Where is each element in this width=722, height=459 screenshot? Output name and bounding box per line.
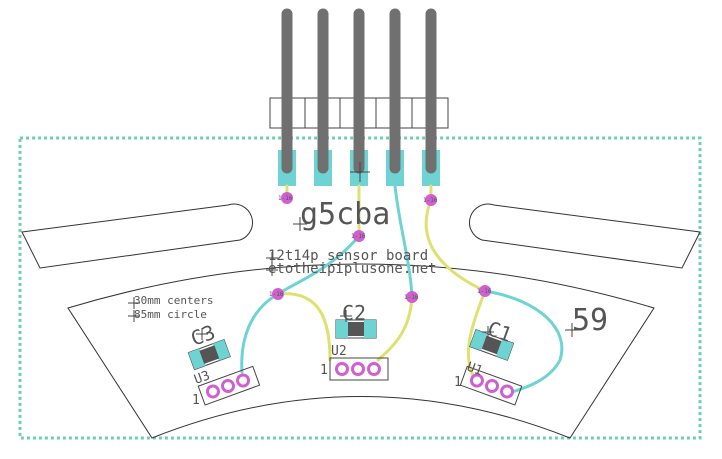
board-arc-outline bbox=[21, 203, 701, 439]
label-u3: U3 bbox=[192, 368, 212, 387]
label-c2: C2 bbox=[342, 301, 366, 325]
via: 1-16 bbox=[477, 285, 492, 297]
note-circle: 85mm circle bbox=[134, 308, 207, 321]
note-centers: 30mm centers bbox=[134, 294, 213, 307]
crosshair-icon bbox=[128, 162, 579, 340]
svg-text:1-16: 1-16 bbox=[351, 233, 366, 240]
board-title: g5cba bbox=[300, 197, 390, 232]
pin1-u1: 1 bbox=[454, 375, 462, 390]
vias: 1-16 1-16 1-16 1-16 1-16 1-16 bbox=[269, 192, 492, 303]
pin-header bbox=[269, 8, 449, 186]
sensor-u3[interactable] bbox=[197, 365, 261, 406]
board-url: etotheipiplusone.net bbox=[268, 261, 437, 277]
svg-text:1-16: 1-16 bbox=[477, 288, 492, 295]
via: 1-16 bbox=[278, 192, 293, 204]
board-outline bbox=[18, 136, 702, 440]
capacitor-c1[interactable] bbox=[469, 329, 515, 361]
sensor-u1[interactable] bbox=[459, 365, 523, 406]
board-number: 59 bbox=[572, 303, 608, 338]
traces bbox=[240, 184, 564, 394]
svg-text:1-16: 1-16 bbox=[269, 291, 284, 298]
capacitor-c3[interactable] bbox=[187, 339, 231, 371]
via: 1-16 bbox=[269, 288, 284, 300]
sensor-u2[interactable] bbox=[329, 357, 389, 381]
capacitor-c2[interactable] bbox=[335, 319, 377, 339]
via: 1-16 bbox=[404, 291, 419, 303]
svg-text:1-16: 1-16 bbox=[404, 294, 419, 301]
board-subtitle: 12t14p sensor board bbox=[268, 248, 428, 264]
via: 1-16 bbox=[423, 194, 438, 206]
via: 1-16 bbox=[351, 230, 366, 242]
pin1-u2: 1 bbox=[320, 363, 328, 378]
svg-text:1-16: 1-16 bbox=[278, 195, 293, 202]
label-u2: U2 bbox=[331, 344, 347, 359]
svg-text:1-16: 1-16 bbox=[423, 197, 438, 204]
pin1-u3: 1 bbox=[192, 393, 200, 408]
label-u1: U1 bbox=[465, 360, 485, 379]
